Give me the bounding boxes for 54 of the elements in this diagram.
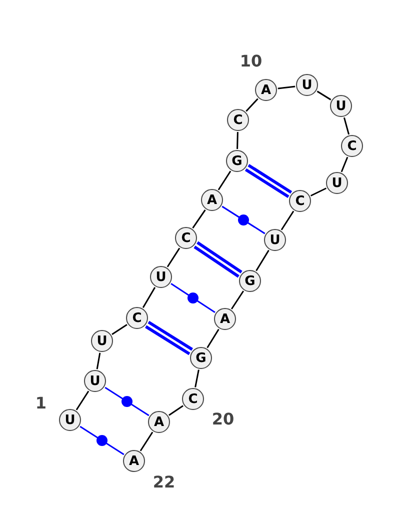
base-pair-line bbox=[144, 320, 194, 356]
backbone-line bbox=[112, 324, 128, 336]
backbone-line bbox=[194, 370, 200, 388]
position-number: 22 bbox=[152, 472, 176, 492]
base-pair-line bbox=[222, 206, 266, 234]
position-number: 1 bbox=[35, 394, 47, 412]
backbone-line bbox=[168, 405, 184, 416]
base-pair-line bbox=[193, 241, 243, 278]
nucleotide-circle: A bbox=[214, 308, 236, 330]
nucleotide-circle: U bbox=[296, 74, 318, 96]
backbone-line bbox=[192, 209, 206, 229]
position-number: 20 bbox=[212, 410, 234, 428]
base-pair-line bbox=[170, 282, 216, 314]
nucleotide-circle: C bbox=[227, 109, 249, 131]
nucleotide-circle: U bbox=[91, 330, 113, 352]
nucleotide-circle: U bbox=[150, 266, 172, 288]
backbone-line bbox=[340, 156, 348, 172]
backbone-line bbox=[278, 86, 296, 90]
base-pair-line bbox=[80, 426, 124, 456]
backbone-line bbox=[236, 132, 238, 150]
nucleotide-circle: C bbox=[182, 388, 204, 410]
backbone-line bbox=[166, 248, 180, 268]
backbone-line bbox=[246, 98, 258, 112]
nucleotide-circle: A bbox=[201, 189, 223, 211]
backbone-line bbox=[256, 250, 270, 272]
nucleotide-circle: U bbox=[84, 370, 106, 392]
base-pair-line bbox=[104, 386, 150, 416]
backbone-line bbox=[76, 390, 90, 410]
nucleotide-circle: A bbox=[148, 411, 170, 433]
backbone-line bbox=[206, 328, 220, 348]
nucleotide-circle: C bbox=[289, 190, 311, 212]
nucleotide-circle: C bbox=[126, 307, 148, 329]
nucleotide-circle: U bbox=[330, 95, 352, 117]
backbone-line bbox=[316, 90, 332, 100]
nucleotide-circle: C bbox=[175, 227, 197, 249]
nucleotide-circle: U bbox=[264, 229, 286, 251]
nucleotide-circle: A bbox=[123, 450, 145, 472]
backbone-line bbox=[230, 290, 244, 310]
base-pair-line bbox=[244, 164, 293, 198]
backbone-line bbox=[218, 170, 232, 190]
backbone-line bbox=[310, 188, 327, 196]
backbone-line bbox=[343, 117, 350, 135]
backbone-line bbox=[96, 352, 101, 370]
nucleotide-circle: U bbox=[326, 172, 348, 194]
backbone-line bbox=[140, 432, 154, 452]
nucleotide-circle: C bbox=[341, 135, 363, 157]
nucleotide-circle: U bbox=[59, 409, 81, 431]
position-number: 10 bbox=[240, 52, 262, 70]
backbone-line bbox=[280, 210, 294, 230]
backbone-line bbox=[142, 286, 156, 308]
nucleotide-circle: A bbox=[255, 79, 277, 101]
nucleotide-circle: G bbox=[190, 347, 212, 369]
nucleotide-circle: G bbox=[226, 150, 248, 172]
nucleotide-circle: G bbox=[239, 270, 261, 292]
